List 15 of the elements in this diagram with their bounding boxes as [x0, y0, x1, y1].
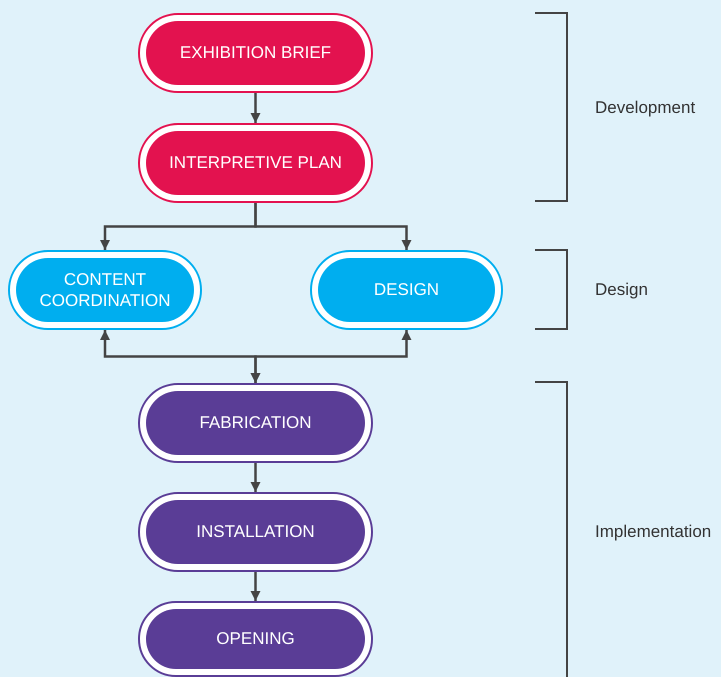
process-pill: INTERPRETIVE PLAN	[138, 123, 373, 203]
process-pill: EXHIBITION BRIEF	[138, 13, 373, 93]
process-pill: DESIGN	[310, 250, 503, 330]
process-pill: OPENING	[138, 601, 373, 677]
arrow	[250, 572, 260, 601]
process-pill: CONTENT COORDINATION	[8, 250, 202, 330]
arrow	[250, 463, 260, 492]
phase-label: Design	[595, 280, 648, 300]
phase-label: Development	[595, 98, 696, 118]
arrow	[254, 203, 412, 250]
process-pill: FABRICATION	[138, 383, 373, 463]
arrow	[250, 330, 412, 383]
process-pill: INSTALLATION	[138, 492, 373, 572]
arrow	[250, 93, 260, 123]
phase-label: Implementation	[595, 522, 712, 542]
